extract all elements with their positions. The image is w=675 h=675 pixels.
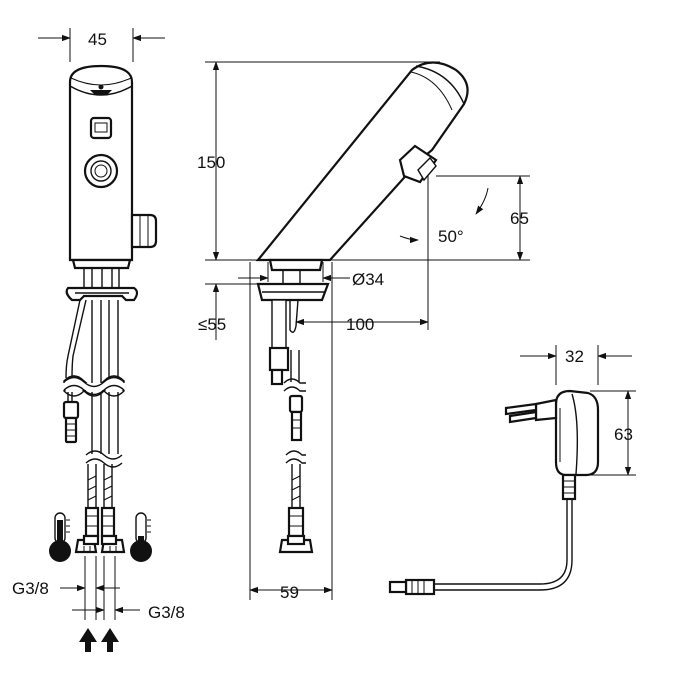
cable-connector bbox=[62, 400, 80, 420]
outlet-nozzle bbox=[83, 153, 119, 189]
dimension-adapter-width: 32 bbox=[520, 345, 632, 385]
dimension-deck-thickness: ≤55 bbox=[198, 283, 262, 340]
mounting-bracket bbox=[65, 286, 139, 302]
thermometer-cold-icon bbox=[130, 512, 152, 562]
supply-hoses-side bbox=[278, 350, 314, 554]
dim-spout-angle-label: 50° bbox=[438, 227, 464, 246]
supply-hoses-upper bbox=[62, 268, 139, 468]
dimension-outlet-height: 65 bbox=[436, 175, 530, 261]
mounting-bracket-side bbox=[256, 270, 330, 386]
power-adapter: 32 63 bbox=[388, 345, 636, 596]
side-view: 150 65 50° bbox=[197, 61, 530, 602]
dimension-base-diameter: Ø34 bbox=[238, 262, 384, 289]
sensor-window bbox=[89, 116, 113, 140]
faucet-body-front bbox=[68, 64, 158, 270]
front-view: 45 bbox=[12, 28, 185, 652]
dimension-front-width: 45 bbox=[38, 28, 165, 62]
dim-spout-reach-label: 100 bbox=[346, 315, 374, 334]
dim-connection-right-label: G3/8 bbox=[148, 603, 185, 622]
faucet-body-side bbox=[255, 61, 469, 272]
dim-outlet-height-label: 65 bbox=[510, 209, 529, 228]
hose-fitting-hot bbox=[84, 506, 100, 538]
cable-connector-side bbox=[288, 394, 304, 414]
temperature-knob bbox=[130, 213, 158, 249]
dim-base-diameter-label: Ø34 bbox=[352, 270, 384, 289]
dim-body-depth-label: 59 bbox=[280, 583, 299, 602]
dimension-spout-reach: 100 bbox=[295, 315, 429, 334]
dimension-connection-left: G3/8 bbox=[12, 556, 120, 620]
plug-prong bbox=[504, 402, 538, 416]
dimension-connection-right: G3/8 bbox=[72, 556, 185, 622]
adapter-connector bbox=[404, 578, 436, 596]
dim-connection-left-label: G3/8 bbox=[12, 579, 49, 598]
dimension-spout-angle: 50° bbox=[399, 176, 489, 330]
solenoid-valve bbox=[268, 346, 290, 372]
dim-adapter-height-label: 63 bbox=[614, 425, 633, 444]
dimension-adapter-height: 63 bbox=[590, 390, 636, 476]
dim-adapter-width-label: 32 bbox=[565, 347, 584, 366]
logo-icon bbox=[90, 90, 112, 95]
arrow-up-icon bbox=[79, 628, 119, 652]
thermometer-hot-icon bbox=[49, 512, 71, 562]
hose-fitting-cold bbox=[100, 506, 116, 538]
dim-deck-thickness-label: ≤55 bbox=[198, 315, 226, 334]
supply-hoses-lower bbox=[74, 464, 126, 554]
dim-height-label: 150 bbox=[197, 153, 225, 172]
dimension-body-depth: 59 bbox=[249, 262, 333, 602]
dim-front-width-label: 45 bbox=[88, 30, 107, 49]
